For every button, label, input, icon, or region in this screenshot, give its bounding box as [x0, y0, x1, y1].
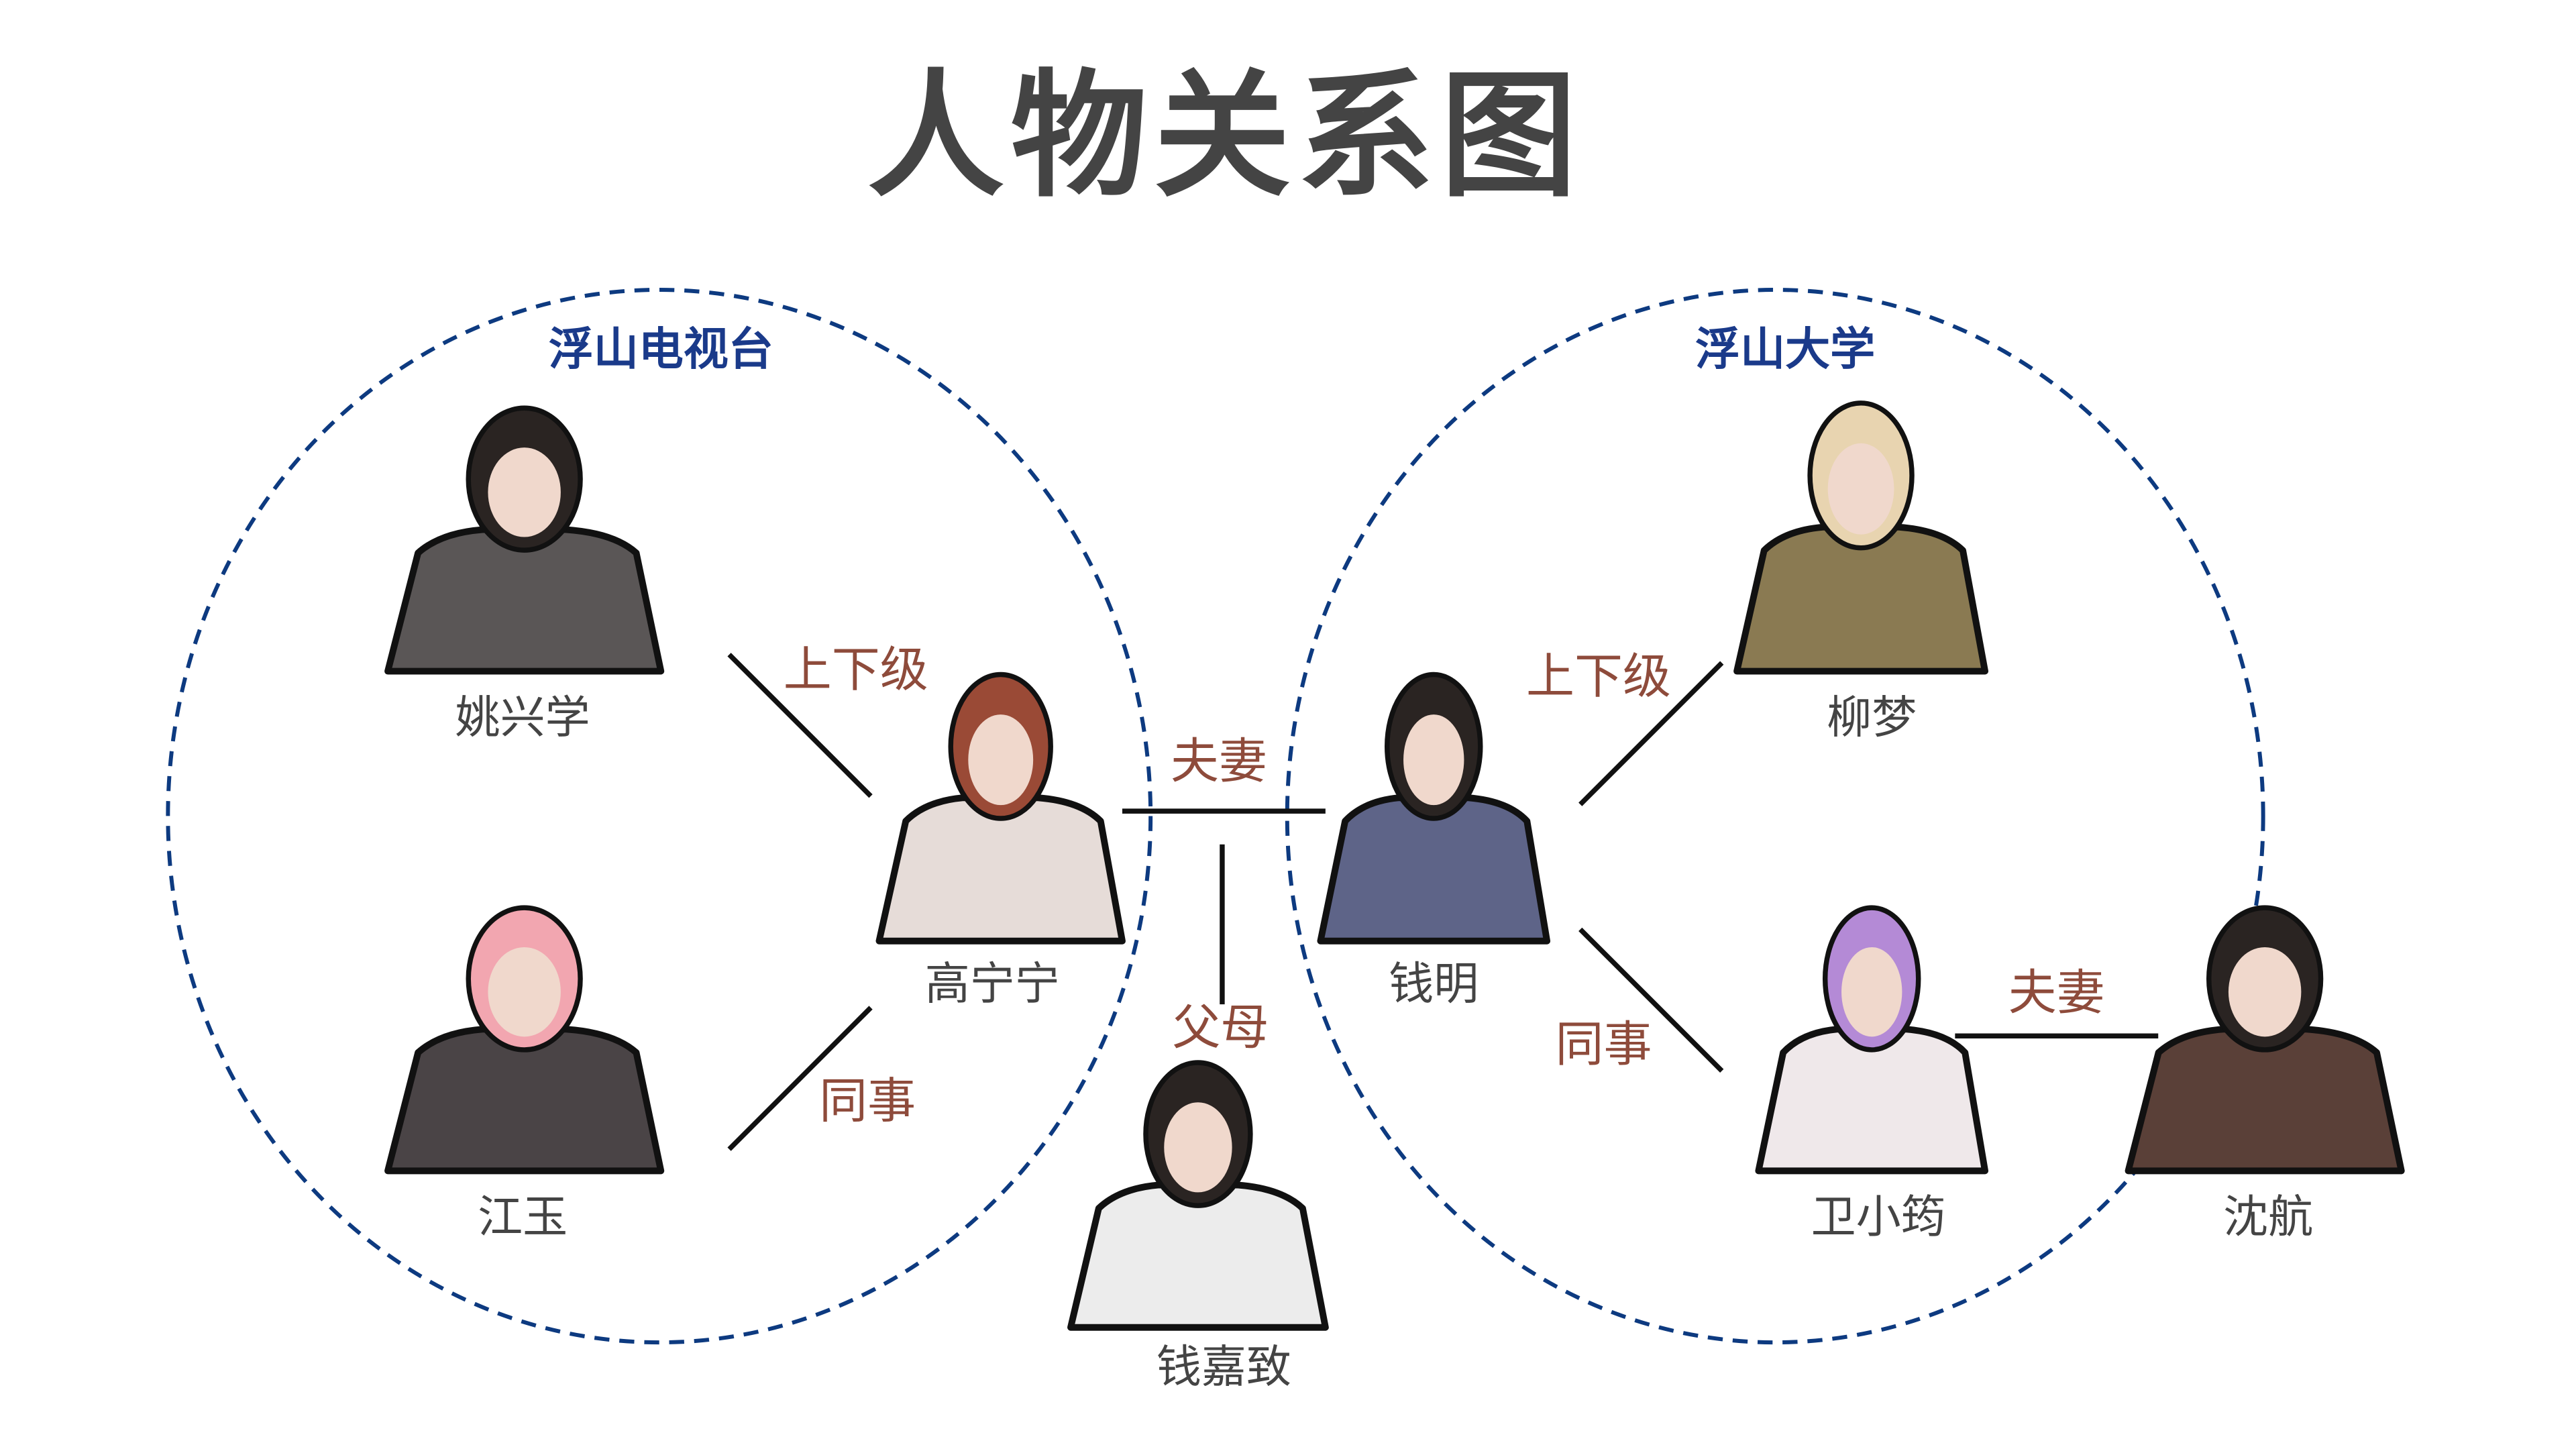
person-name-yao-xingxue: 姚兴学 [455, 691, 590, 743]
portrait-qian-jiazhi [1067, 1060, 1329, 1331]
portrait-face [968, 714, 1034, 806]
portrait-shen-hang [2125, 905, 2405, 1175]
relation-label-qian-wei: 同事 [1555, 1016, 1652, 1073]
portrait-face [1827, 443, 1894, 535]
relation-label-gao-qian: 夫妻 [1171, 733, 1267, 789]
link-qian-liu [1578, 661, 1724, 806]
group-label-tv-station: 浮山电视台 [549, 323, 773, 376]
portrait-face [1841, 947, 1902, 1037]
person-name-shen-hang: 沈航 [2223, 1191, 2313, 1243]
relation-label-jiang-gao: 同事 [819, 1073, 916, 1129]
link-qian-wei [1578, 927, 1724, 1073]
person-name-qian-ming: 钱明 [1389, 958, 1479, 1010]
relation-label-parents: 父母 [1172, 1000, 1269, 1056]
diagram-title: 人物关系图 [867, 57, 1584, 216]
portrait-qian-ming [1317, 672, 1551, 945]
person-name-jiang-yu: 江玉 [478, 1191, 568, 1243]
portrait-wei-xiaoyun [1755, 905, 1989, 1175]
link-yao-gao [727, 653, 873, 798]
portrait-gao-ningning [875, 672, 1126, 945]
group-ring-university [1285, 288, 2265, 1345]
group-ring-tv-station [166, 288, 1153, 1345]
portrait-face [488, 947, 561, 1037]
portrait-jiang-yu [384, 905, 665, 1175]
portrait-face [1403, 714, 1464, 806]
portrait-liu-meng [1733, 400, 1989, 675]
person-name-liu-meng: 柳梦 [1827, 691, 1917, 743]
portrait-face [2228, 947, 2302, 1037]
relation-label-wei-shen: 夫妻 [2008, 965, 2105, 1021]
portrait-face [488, 447, 561, 537]
relation-label-yao-gao: 上下级 [784, 641, 928, 698]
link-jiang-gao [727, 1006, 873, 1151]
relation-label-qian-liu: 上下级 [1526, 648, 1671, 704]
portrait-face [1164, 1102, 1232, 1193]
person-name-gao-ningning: 高宁宁 [925, 958, 1060, 1010]
portrait-yao-xingxue [384, 405, 665, 675]
person-name-wei-xiaoyun: 卫小筠 [1811, 1191, 1946, 1243]
person-name-qian-jiazhi: 钱嘉致 [1157, 1341, 1291, 1393]
group-label-university: 浮山大学 [1695, 323, 1875, 376]
